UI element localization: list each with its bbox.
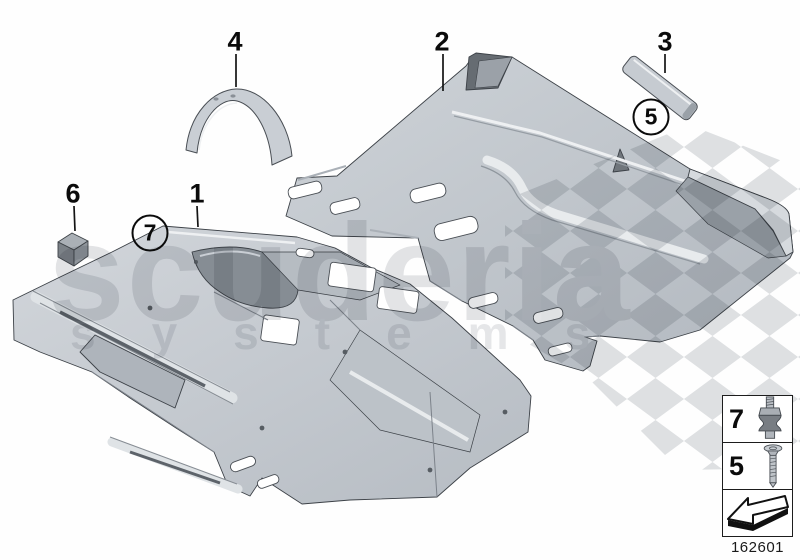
circled-callout-5[interactable]: 5 bbox=[632, 98, 670, 136]
legend-row-5-label: 5 bbox=[729, 450, 745, 481]
circled-callout-5-number: 5 bbox=[644, 103, 658, 130]
front-floor-covering-part-1[interactable] bbox=[12, 225, 532, 505]
countersunk-screw-icon bbox=[763, 444, 783, 489]
legend-row-5: 5 bbox=[723, 443, 792, 490]
trim-bracket-part-4[interactable] bbox=[185, 88, 293, 166]
callout-label-4[interactable]: 4 bbox=[227, 26, 243, 57]
callout-label-1[interactable]: 1 bbox=[189, 178, 205, 209]
callout-label-6[interactable]: 6 bbox=[65, 178, 81, 209]
rubber-grommet-stud-icon bbox=[758, 396, 782, 439]
callout-label-2[interactable]: 2 bbox=[434, 26, 450, 57]
legend-row-direction bbox=[723, 490, 792, 536]
fastener-legend: 7 5 bbox=[722, 395, 793, 537]
callout-leader-lines bbox=[73, 54, 666, 232]
foam-block-part-6[interactable] bbox=[57, 232, 89, 267]
legend-row-7: 7 bbox=[723, 396, 792, 443]
trim-strip-part-3[interactable] bbox=[621, 54, 700, 121]
diagram-part-number: 162601 bbox=[730, 539, 785, 556]
circled-callout-7[interactable]: 7 bbox=[131, 214, 169, 252]
legend-row-7-label: 7 bbox=[729, 403, 745, 434]
circled-callout-7-number: 7 bbox=[143, 219, 157, 246]
callout-label-3[interactable]: 3 bbox=[657, 26, 673, 57]
direction-arrow-icon bbox=[726, 495, 789, 531]
